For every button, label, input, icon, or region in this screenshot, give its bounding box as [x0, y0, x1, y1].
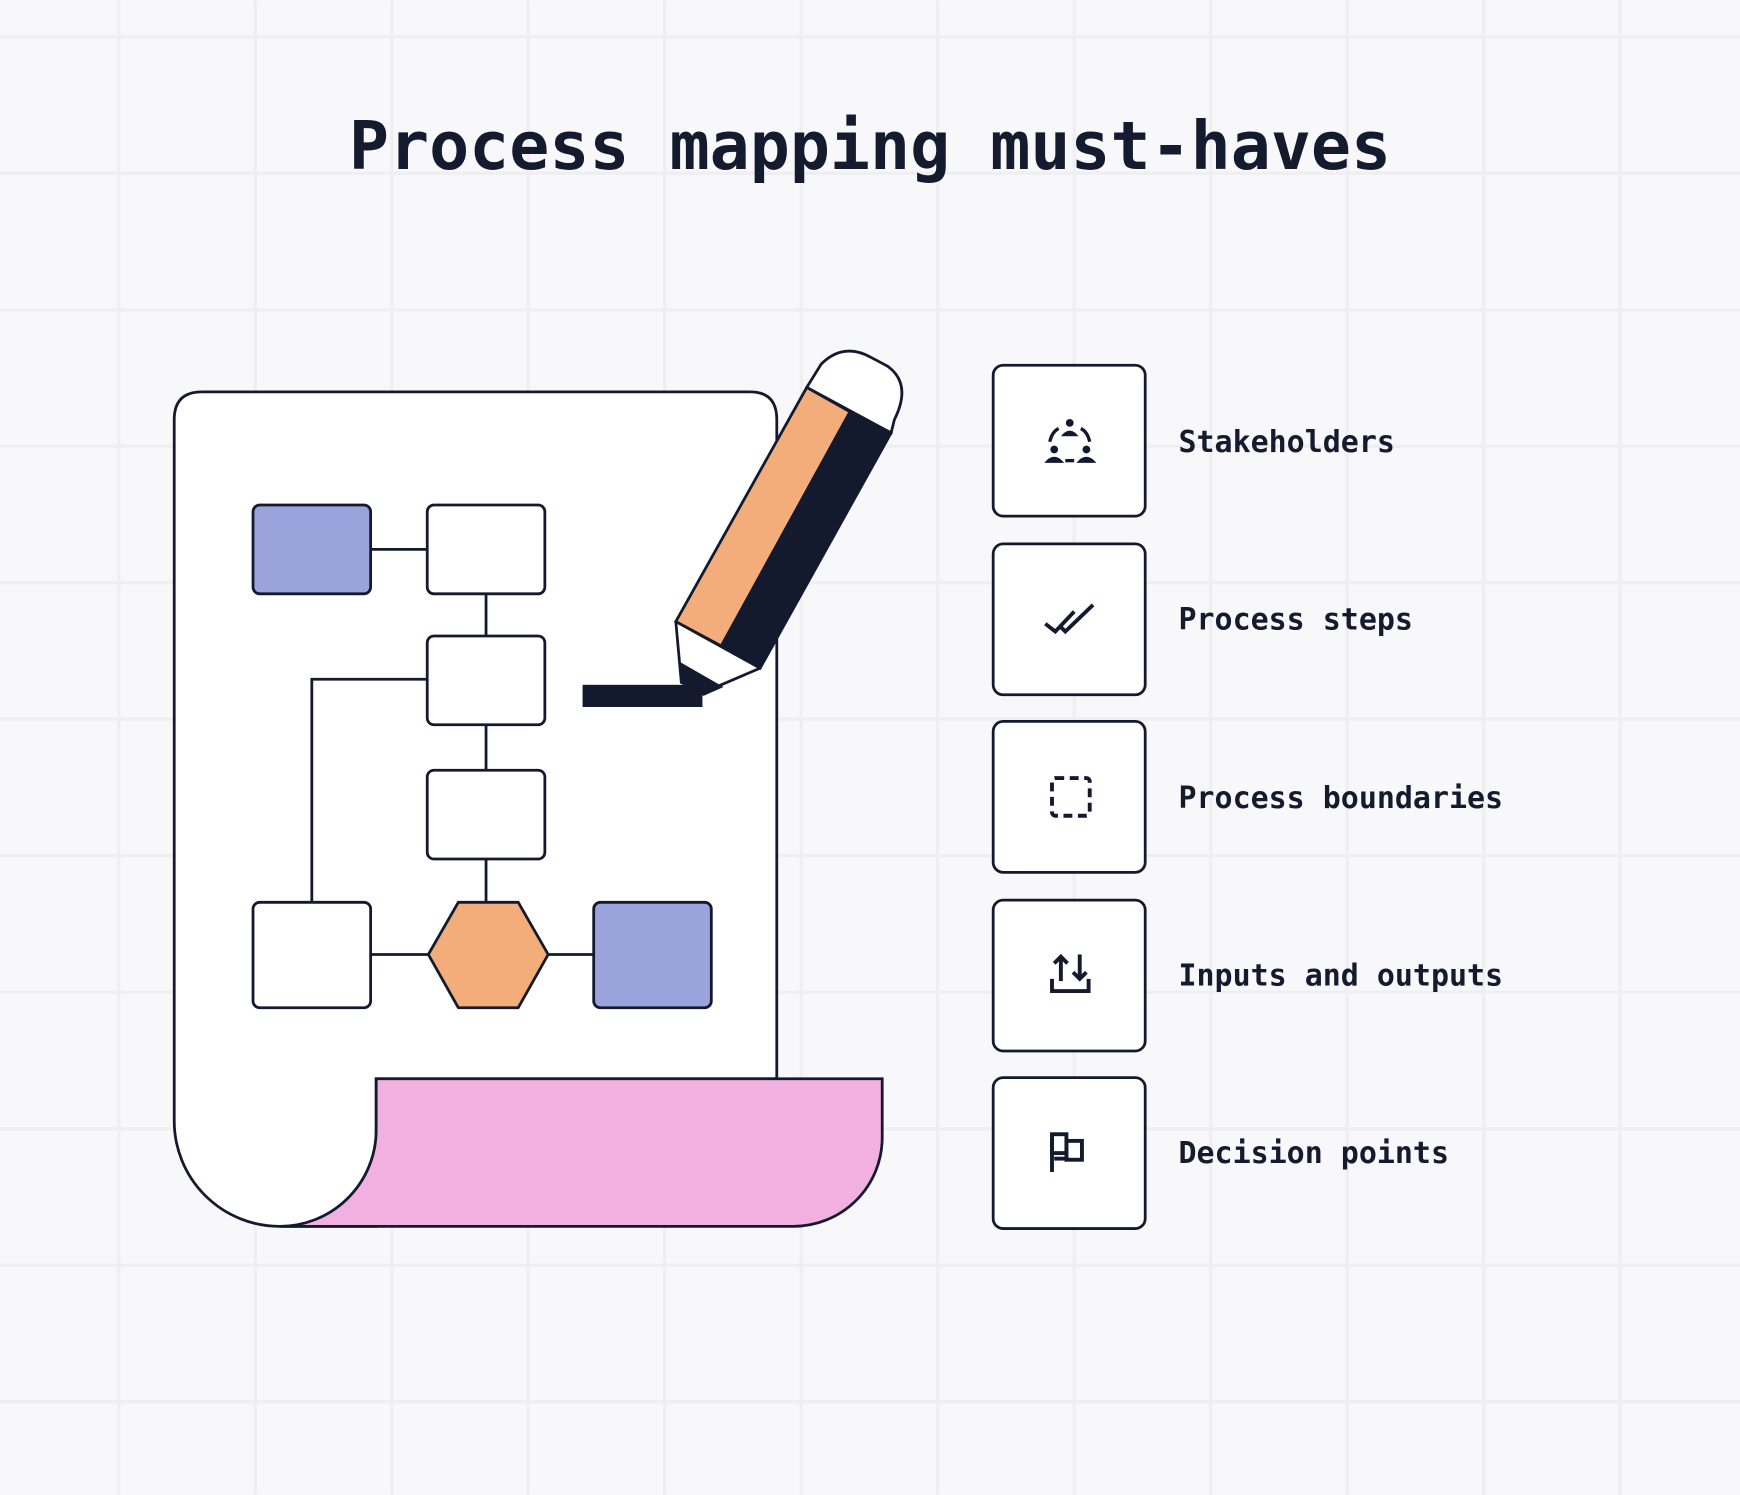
paper-scroll-illustration: [172, 349, 904, 1228]
flow-node: [425, 768, 547, 861]
list-item-stakeholders: Stakeholders: [991, 363, 1395, 518]
list-item-inputs-and-outputs: Inputs and outputs: [991, 898, 1503, 1053]
double-check-icon: [1044, 603, 1095, 635]
flags-icon: [1050, 1132, 1084, 1172]
flow-node: [425, 634, 547, 727]
flow-node: [425, 503, 547, 596]
decision-hexagon: [426, 900, 550, 1010]
item-label: Process steps: [1178, 602, 1412, 637]
stakeholders-icon: [1044, 419, 1097, 463]
upload-download-icon: [1050, 953, 1091, 994]
flow-node: [251, 503, 373, 596]
list-item-decision-points: Decision points: [991, 1076, 1449, 1230]
flowchart: [251, 503, 713, 1010]
flow-node: [251, 900, 373, 1010]
item-label: Inputs and outputs: [1178, 959, 1503, 994]
flow-node: [592, 900, 713, 1010]
item-label: Decision points: [1178, 1136, 1449, 1171]
dashed-square-icon: [1050, 776, 1092, 818]
list-item-process-steps: Process steps: [991, 542, 1413, 697]
page-title: Process mapping must-haves: [349, 107, 1391, 185]
must-haves-list: Stakeholders Process steps Process bound…: [991, 363, 1503, 1230]
pencil-icon: [582, 349, 904, 707]
item-label: Process boundaries: [1178, 781, 1503, 816]
item-label: Stakeholders: [1178, 425, 1394, 460]
list-item-process-boundaries: Process boundaries: [991, 720, 1503, 874]
